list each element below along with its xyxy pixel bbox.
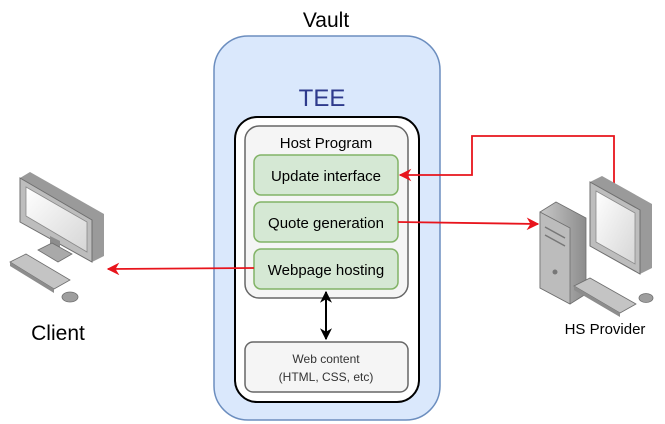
module-webpage-hosting: Webpage hosting	[253, 248, 399, 290]
provider-label: HS Provider	[565, 321, 646, 338]
desktop-tower-computer-icon	[539, 176, 654, 317]
quote-to-provider-arrow	[397, 217, 540, 231]
vault-title: Vault	[303, 9, 349, 32]
host-program-title: Host Program	[280, 135, 373, 152]
desktop-computer-icon	[9, 172, 104, 303]
module-label: Quote generation	[268, 215, 384, 232]
tee-title: TEE	[299, 85, 346, 112]
provider-update-arrow	[398, 135, 615, 184]
web-content-line2: (HTML, CSS, etc)	[279, 370, 374, 384]
web-content-line1: Web content	[292, 352, 360, 366]
webpage-to-client-arrow	[106, 262, 255, 276]
module-label: Update interface	[271, 168, 381, 185]
module-quote-generation: Quote generation	[253, 201, 399, 243]
module-update-interface: Update interface	[253, 154, 399, 196]
web-content-box: Web content (HTML, CSS, etc)	[244, 341, 409, 393]
client-label: Client	[31, 322, 85, 345]
module-label: Webpage hosting	[268, 262, 384, 279]
